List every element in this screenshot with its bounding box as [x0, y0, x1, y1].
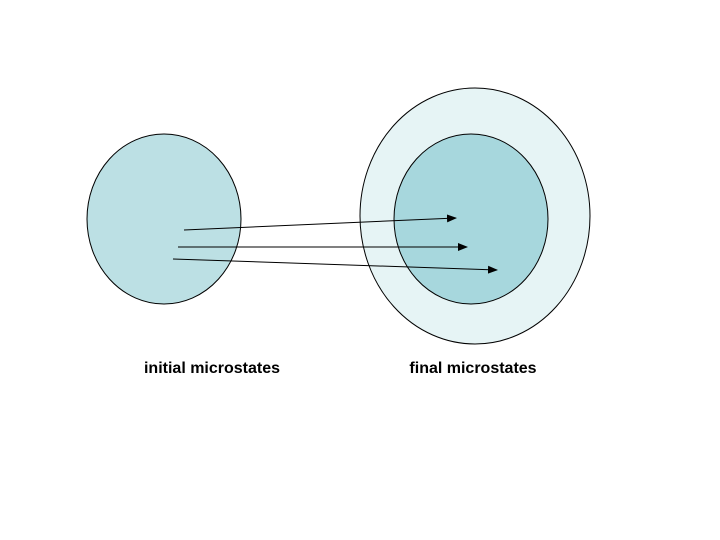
initial-microstates-ellipse	[86, 133, 242, 305]
mapping-arrow-bottom	[172, 258, 498, 274]
initial-microstates-label: initial microstates	[143, 360, 281, 377]
final-microstates-label: final microstates	[409, 360, 537, 377]
final-microstates-inner-ellipse	[393, 133, 549, 305]
mapping-arrow-top	[183, 214, 457, 231]
